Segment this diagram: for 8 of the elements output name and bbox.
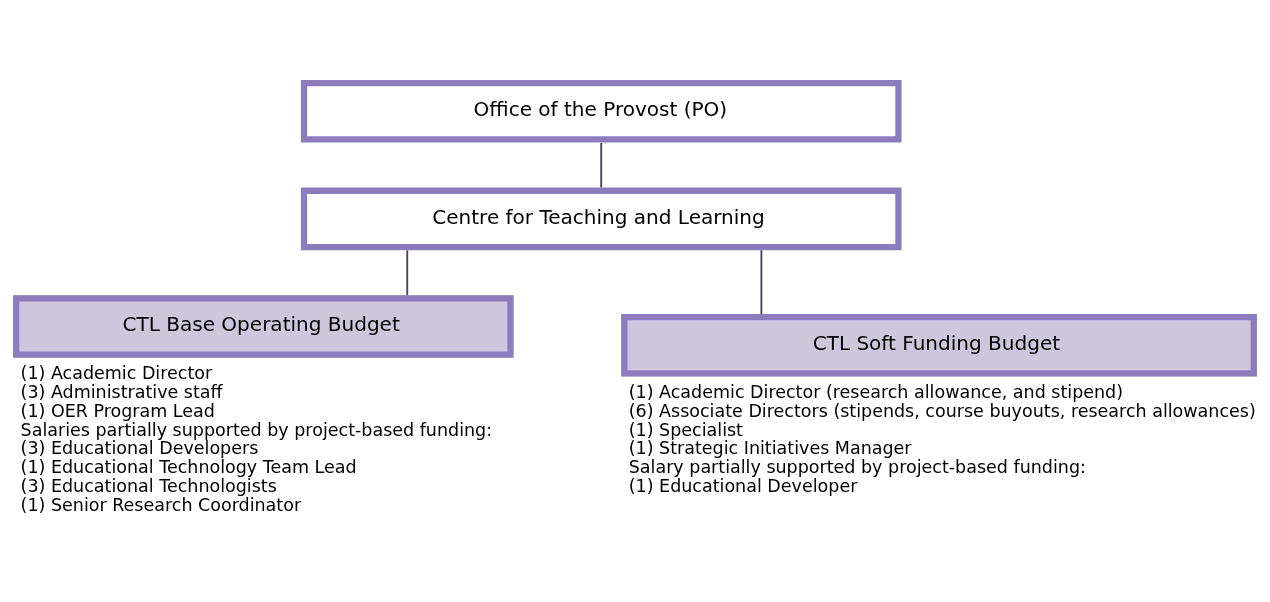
- node-label: (3) Administrative staff: [20, 381, 223, 402]
- connector: [406, 248, 409, 296]
- connector: [600, 141, 603, 188]
- node-label: (1) Academic Director: [20, 362, 213, 383]
- node-label: (1) OER Program Lead: [20, 400, 215, 421]
- node-label: (1) Academic Director (research allowance, and stipend): [628, 381, 1124, 402]
- connector: [760, 248, 763, 315]
- node-label: (1) Specialist: [628, 419, 743, 440]
